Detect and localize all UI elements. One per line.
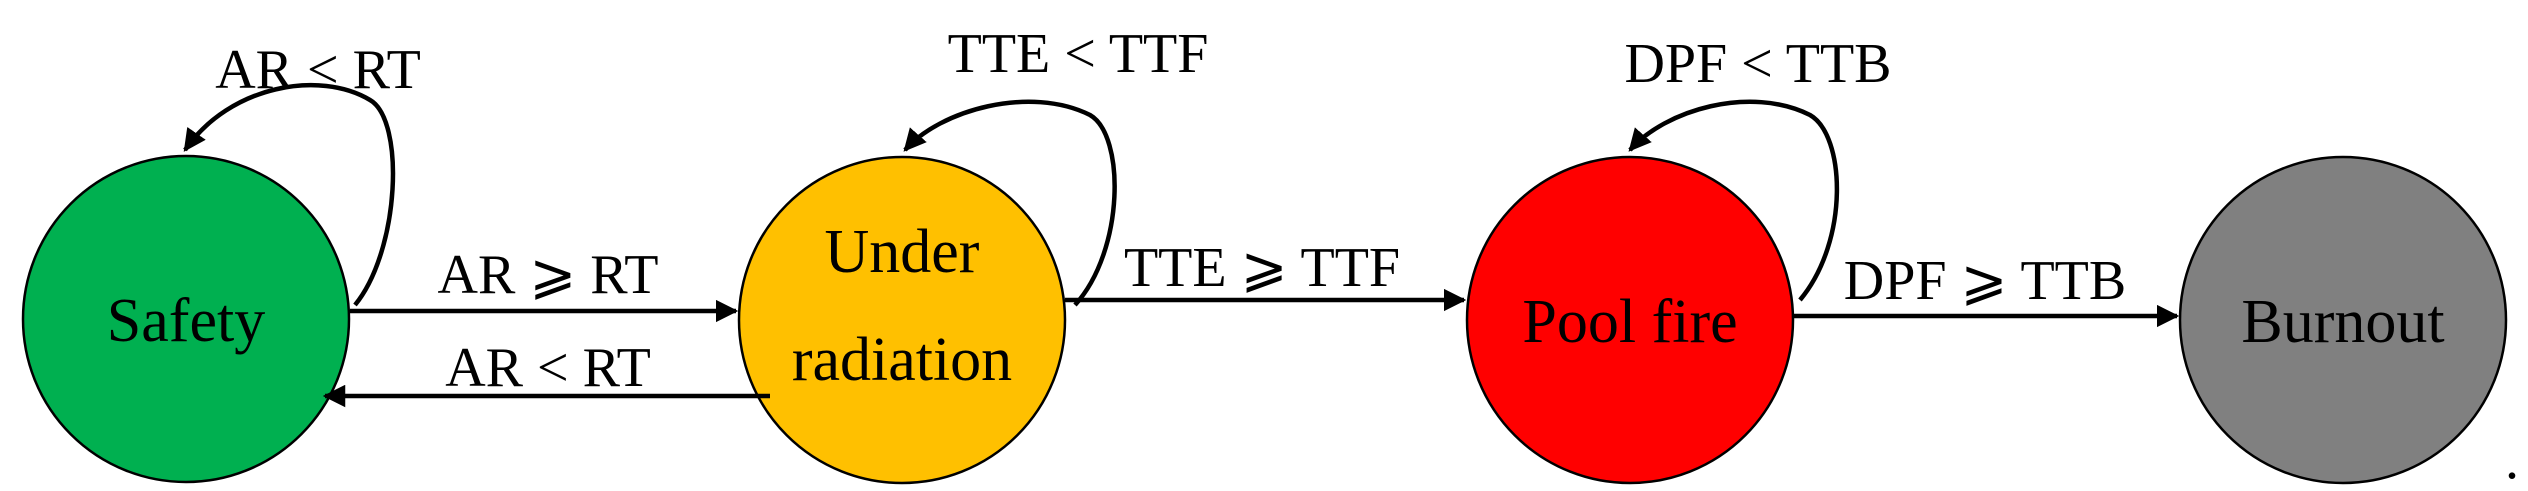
state-under-radiation-label-line1: Under: [825, 218, 980, 286]
under-radiation-self-loop-arrow: [903, 99, 1117, 307]
state-burnout-circle: [2178, 155, 2508, 485]
safety-self-loop-arrow: [183, 82, 396, 307]
safety-to-under-radiation-label: AR ⩾ RT: [438, 244, 659, 306]
trailing-period: .: [2505, 429, 2519, 491]
under-radiation-self-loop-label: TTE < TTF: [948, 23, 1209, 85]
state-under-radiation-label-line2: radiation: [792, 326, 1012, 394]
pool-fire-self-loop-label: DPF < TTB: [1624, 33, 1891, 95]
state-safety: Safety: [21, 154, 351, 484]
state-pool-fire: Pool fire: [1465, 155, 1795, 485]
state-pool-fire-label: Pool fire: [1522, 288, 1737, 356]
under-radiation-to-safety-label: AR < RT: [445, 337, 651, 399]
state-safety-circle: [21, 154, 351, 484]
safety-self-loop-label: AR < RT: [215, 39, 421, 101]
state-pool-fire-circle: [1465, 155, 1795, 485]
under-radiation-to-pool-fire-label: TTE ⩾ TTF: [1124, 237, 1400, 299]
state-under-radiation: Under radiation: [737, 155, 1067, 485]
state-burnout: Burnout: [2178, 155, 2508, 485]
pool-fire-to-burnout-label: DPF ⩾ TTB: [1844, 250, 2126, 312]
pool-fire-self-loop-arrow: [1628, 99, 1840, 302]
state-under-radiation-circle: [737, 155, 1067, 485]
state-burnout-label: Burnout: [2241, 288, 2444, 356]
state-safety-label: Safety: [107, 287, 265, 355]
